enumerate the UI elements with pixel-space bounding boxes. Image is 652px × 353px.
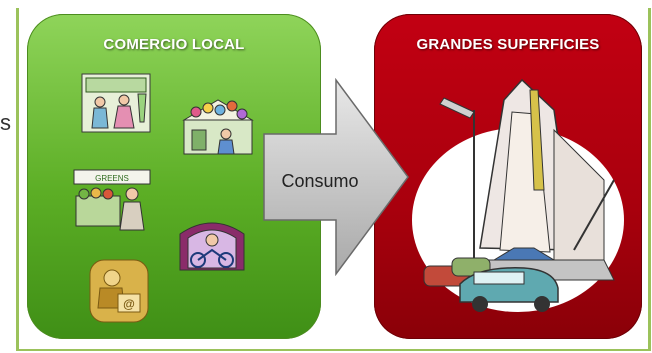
frame-right-border: [648, 8, 651, 351]
consumption-label: Consumo: [281, 171, 359, 191]
clothing-store-icon: [81, 73, 151, 133]
svg-text:GREENS: GREENS: [95, 174, 129, 183]
frame-bottom-border: [16, 349, 650, 351]
flower-market-icon: [182, 99, 254, 155]
frame-left-border: [16, 8, 19, 350]
greengrocer-icon: GREENS: [73, 169, 151, 231]
local-commerce-title: COMERCIO LOCAL: [103, 36, 245, 53]
internet-shopper-icon: @: [89, 259, 149, 323]
svg-text:@: @: [123, 297, 135, 311]
consumption-flow-arrow: [263, 78, 409, 276]
bicycle-shop-icon: [179, 222, 245, 271]
large-retail-title: GRANDES SUPERFICIES: [416, 36, 600, 53]
shopping-mall-building-icon: [412, 78, 624, 312]
cropped-edge-text: s: [0, 110, 11, 135]
